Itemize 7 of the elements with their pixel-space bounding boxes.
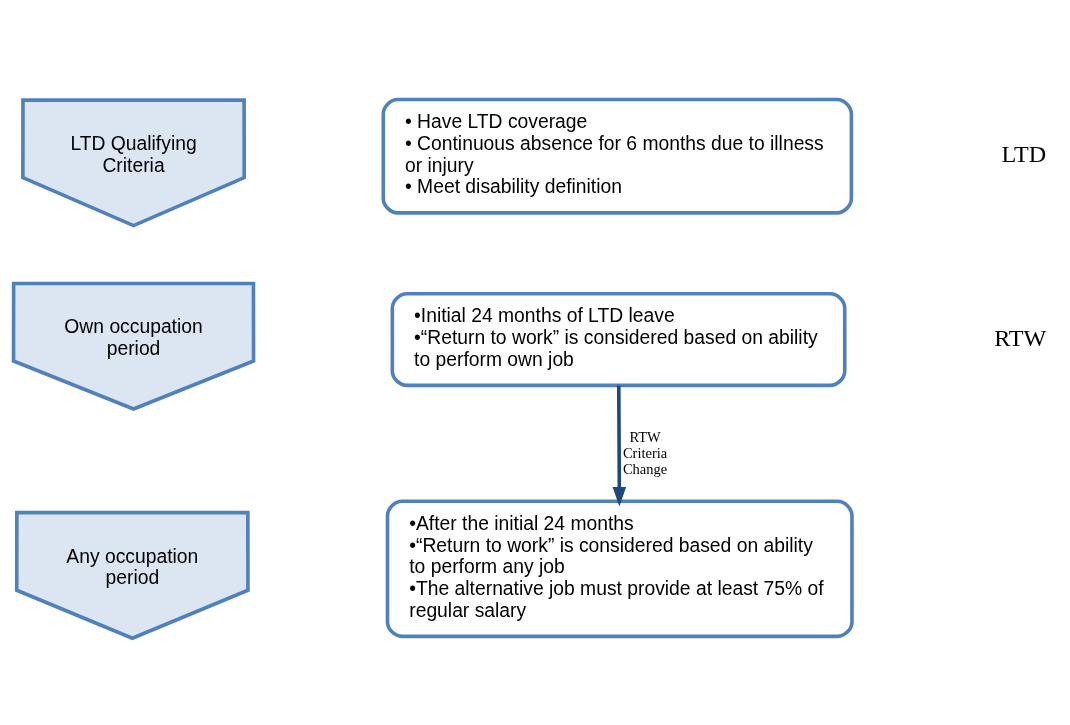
edge-label: RTW Criteria Change [622,429,668,477]
label: RTW [994,324,1047,351]
node-box: •Initial 24 months of LTD leave •“Return to work” is considered based on ability to perform own job [390,291,847,388]
node-box: • Have LTD coverage • Continuous absence for 6 months due to illness or injury • Meet disability definition [381,97,854,215]
node-box: •After the initial 24 months •“Return to work” is considered based on ability to perform any job •The alternative job must provide at least 75% of regular salary [385,499,854,639]
arrow [612,385,627,507]
label: LTD [1001,141,1047,168]
